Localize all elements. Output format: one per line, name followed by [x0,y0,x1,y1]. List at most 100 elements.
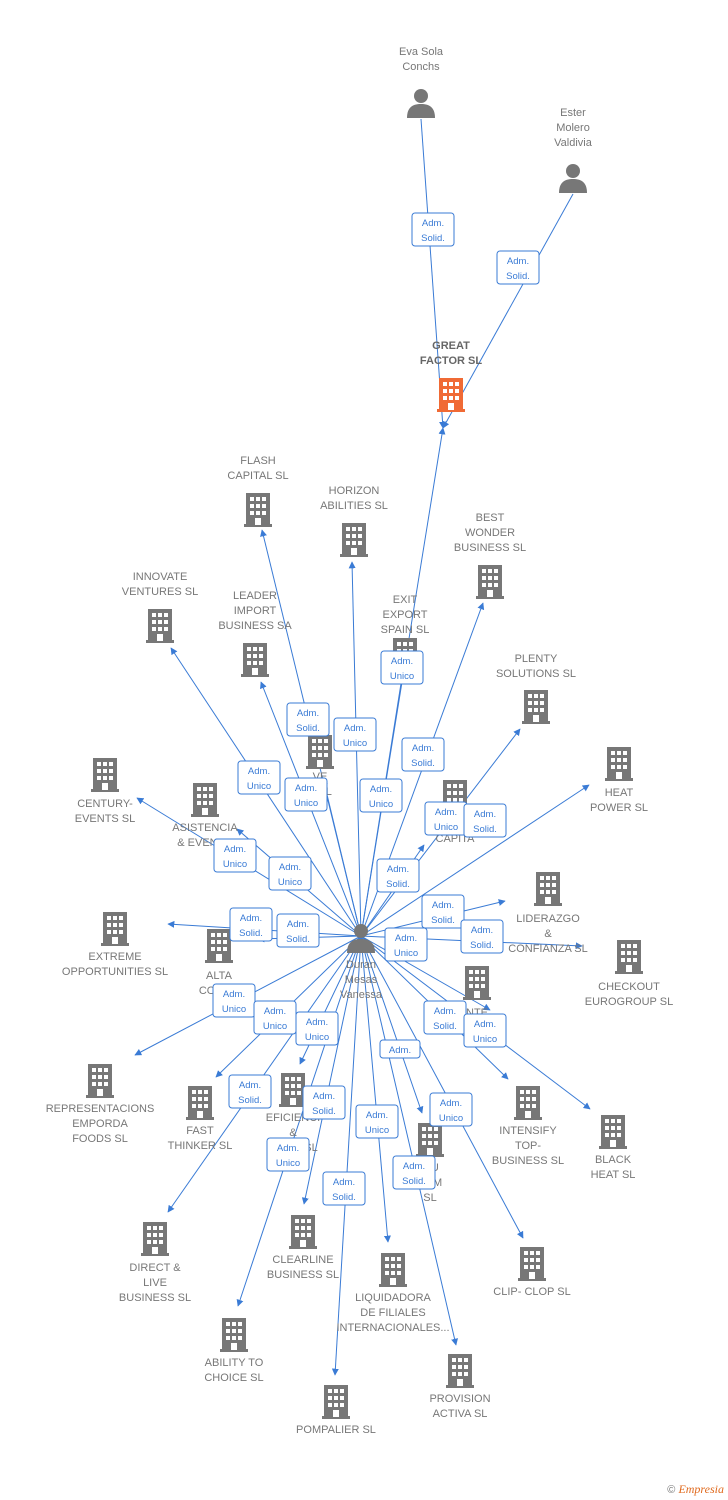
building-icon [186,1086,214,1120]
role-badge-blackheat[interactable]: Adm. Unico [463,1013,507,1048]
role-badge-clearline[interactable]: Adm.Solid. [302,1085,346,1120]
building-icon [522,690,550,724]
role-text: Adm. [306,1017,328,1028]
building-icon [476,565,504,599]
role-badge-clipclop[interactable]: Adm.Unico [429,1092,473,1127]
node-label: EVENTS SL [75,813,136,825]
role-text: Adm. [507,256,529,267]
role-badge-alta[interactable]: Adm.Solid. [276,913,320,948]
role-badge-liquidadora[interactable]: Adm.Unico [355,1104,399,1139]
role-text: Adm. [248,766,270,777]
role-badge-pompalier[interactable]: Adm.Solid. [322,1171,366,1206]
node-label: BEST [476,512,505,524]
node-label: EXIT [393,594,418,606]
role-badge-century[interactable]: Adm.Unico [213,838,257,873]
role-text: Adm. [474,1019,496,1030]
role-text: Adm. [297,708,319,719]
building-icon [518,1247,546,1281]
role-badge-provision[interactable]: Adm.Solid. [392,1155,436,1190]
role-text: Solid. [286,934,310,945]
role-text: Unico [276,1158,300,1169]
role-badge-extreme[interactable]: Adm.Solid. [229,907,273,942]
node-label: CENTURY- [77,798,133,810]
role-badge-asistencia[interactable]: Adm.Unico [268,856,312,891]
node-label: PLENTY [515,653,558,665]
role-text: Solid. [402,1176,426,1187]
role-badge-situ[interactable]: Adm. [379,1039,421,1059]
role-badge-leader[interactable]: Adm.Unico [284,777,328,812]
role-badge-flash[interactable]: Adm. Solid. [286,702,330,737]
role-badge-best[interactable]: Adm.Solid. [401,737,445,772]
role-badge-heat[interactable]: Adm.Solid. [463,803,507,838]
footer-brand[interactable]: © Empresia [667,1482,724,1497]
role-badge-checkout[interactable]: Adm.Solid. [460,919,504,954]
node-label: VENTURES SL [122,586,198,598]
role-text: Adm. [333,1177,355,1188]
role-text: Adm. [240,913,262,924]
role-text: Adm. [313,1091,335,1102]
role-text: Adm. [344,723,366,734]
role-badge-direct[interactable]: Adm.Solid. [228,1074,272,1109]
role-badge-live[interactable]: Adm.Unico [359,778,403,813]
node-label: BUSINESS SA [218,620,292,632]
role-text: Adm. [370,784,392,795]
role-badge-fast[interactable]: Adm.Unico [253,1000,297,1035]
node-ability[interactable]: ABILITY TO CHOICE SL [204,1318,264,1384]
role-text: Unico [394,948,418,959]
copyright-symbol: © [667,1484,676,1496]
node-label: CLIP- CLOP SL [493,1286,570,1298]
edge-duran-provision [360,935,458,1346]
role-text: Solid. [296,723,320,734]
building-icon [241,643,269,677]
building-icon [244,493,272,527]
role-badge-eficiencia[interactable]: Adm.Unico [295,1011,339,1046]
node-liderazgo[interactable]: LIDERAZGO&CONFIANZA SL [508,872,588,955]
building-icon [86,1064,114,1098]
role-badge-liderazgo[interactable]: Adm.Solid. [421,894,465,929]
edge-duran-ability [236,935,362,1307]
role-badge-devel[interactable]: Adm.Unico [384,927,428,962]
role-badge-diamond[interactable]: Adm.Solid. [376,858,420,893]
role-text: Unico [473,1034,497,1045]
role-badge-exit[interactable]: Adm.Unico [380,650,424,685]
role-badge-innovate[interactable]: Adm.Unico [237,760,281,795]
node-clipclop[interactable]: CLIP- CLOP SL [493,1247,571,1298]
node-label: BUSINESS SL [492,1155,564,1167]
role-badge-horizon[interactable]: Adm.Unico [333,717,377,752]
node-pompalier[interactable]: POMPALIER SL [296,1385,376,1436]
node-label: CHOICE SL [204,1372,263,1384]
role-badge-ability[interactable]: Adm.Unico [266,1137,310,1172]
node-label: ABILITY TO [205,1357,264,1369]
role-badge-representaciones[interactable]: Adm.Unico [212,983,256,1018]
role-text: Solid. [431,915,455,926]
building-icon [599,1115,627,1149]
role-badge-plenty[interactable]: Adm.Unico [424,801,468,836]
role-badge-ester[interactable]: Adm.Solid. [496,250,540,285]
node-century[interactable]: CENTURY- EVENTS SL [75,758,136,825]
role-badge-eva[interactable]: Adm.Solid. [411,212,455,247]
role-badge-intensify[interactable]: Adm.Solid. [423,1000,467,1035]
brand-name: Empresia [678,1482,724,1496]
